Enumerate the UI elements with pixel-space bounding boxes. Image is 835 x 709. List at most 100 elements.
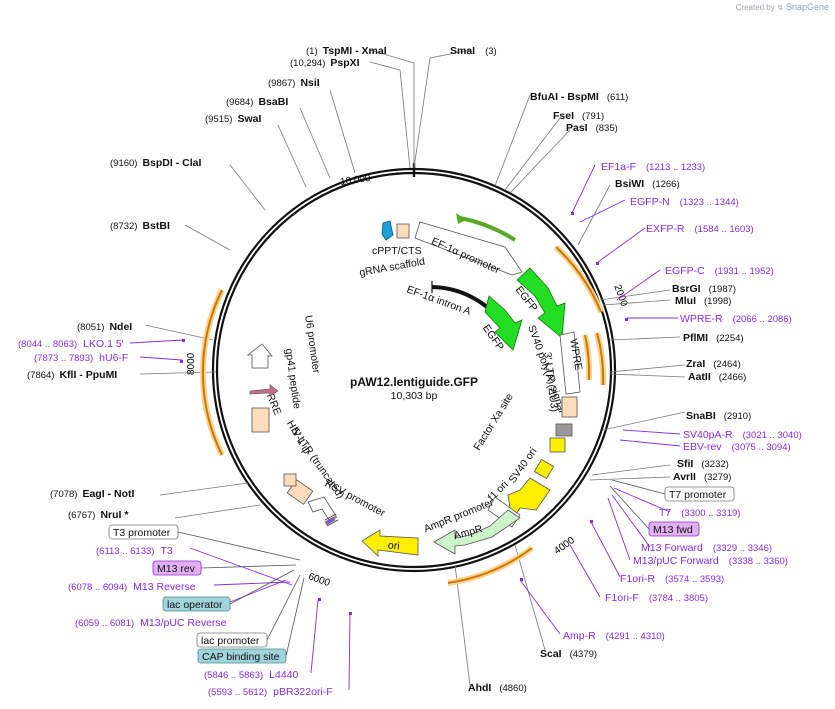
svg-text:lac promoter: lac promoter [201, 635, 260, 647]
ltr-box [561, 396, 578, 418]
primer-exfp-r: EXFP-R(1584 .. 1603) [646, 223, 754, 235]
enzyme-smai: SmaI(3) [450, 45, 497, 57]
tick-4000: 4000 [552, 535, 577, 557]
primer-amp-r: Amp-R(4291 .. 4310) [563, 630, 665, 642]
enzyme-mlui: MluI(1998) [675, 295, 731, 307]
box-connectors [177, 479, 666, 657]
enzyme-bsabi: (9684)BsaBI [226, 96, 288, 108]
ori-arrow [361, 529, 419, 557]
svg-text:M13 fwd: M13 fwd [653, 524, 693, 536]
enzyme-nsii: (9867)NsiI [268, 77, 320, 89]
u6-promoter-arrow [246, 343, 273, 369]
rsv-color-marks [324, 516, 336, 526]
box-m13-rev: M13 rev [152, 560, 202, 576]
sv40-ori-box [533, 458, 555, 480]
enzyme-zrai: ZraI(2464) [686, 358, 741, 370]
enzyme-ahdi: AhdI(4860) [468, 682, 527, 694]
credit: Created by ↯ SnapGene [736, 2, 829, 12]
primer-sv40pa-r: SV40pA-R(3021 .. 3040) [683, 429, 802, 441]
box-lac-promoter: lac promoter [196, 632, 268, 648]
enzyme-sfii: SfiI(3232) [677, 458, 729, 470]
tick-6000: 6000 [307, 571, 332, 589]
svg-text:CAP binding site: CAP binding site [202, 651, 280, 663]
enzyme-pflmi: PflMI(2254) [683, 332, 744, 344]
enzyme-nrui: (6767)NruI * [68, 509, 129, 521]
primer-pbr322ori-f: (5593 .. 5612)pBR322ori-F [208, 686, 333, 698]
tick-8000: 8000 [186, 352, 197, 375]
primer-m13puc-forward: M13/pUC Forward(3338 .. 3360) [633, 555, 788, 567]
primer-hu6-f: (7873 .. 7893)hU6-F [34, 352, 128, 364]
rre-box [251, 407, 270, 433]
svg-text:T7 promoter: T7 promoter [669, 489, 727, 501]
feat-cppt: cPPT/CTS [372, 245, 422, 257]
enzyme-bsrgi: BsrGI(1987) [672, 283, 736, 295]
primer-m13-forward: M13 Forward(3329 .. 3346) [641, 542, 772, 554]
primer-lko1: (8044 .. 8063)LKO.1 5' [18, 338, 124, 350]
plasmid-size: 10,303 bp [391, 390, 438, 402]
tick-10000: 10,000 [339, 173, 371, 188]
enzyme-bsiwi: BsiWI(1266) [615, 178, 680, 190]
feat-sv40-ori: SV40 ori [506, 446, 539, 486]
boxed-labels: T7 promoter M13 fwd T3 promoter M13 rev … [108, 486, 735, 664]
egfp-outer-arrow [516, 267, 566, 339]
credit-brand: SnapGene [785, 2, 829, 12]
box-t7-promoter: T7 promoter [664, 486, 735, 502]
ampr-arrow [433, 509, 521, 555]
primer-ebv-rev: EBV-rev(3075 .. 3094) [683, 441, 791, 453]
enzyme-scai: ScaI(4379) [540, 648, 597, 660]
svg-text:T3 promoter: T3 promoter [113, 527, 171, 539]
primer-f1ori-r: F1ori-R(3574 .. 3593) [620, 573, 724, 585]
box-lac-operator: lac operator [162, 596, 231, 612]
primer-t7: T7(3300 .. 3319) [659, 507, 740, 519]
snapgene-logo-icon: ↯ [777, 3, 784, 12]
box-m13-fwd: M13 fwd [648, 521, 700, 537]
enzyme-bfuai: BfuAI - BspMI(611) [530, 91, 628, 103]
cppt-box [396, 223, 410, 239]
enzyme-swai: (9515)SwaI [205, 113, 261, 125]
primer-ef1a-f: EF1a-F(1213 .. 1233) [601, 161, 705, 173]
feat-ori: ori [387, 539, 400, 552]
site-markers [180, 212, 628, 615]
egfp-inner-arrow [484, 295, 523, 351]
primer-egfp-n: EGFP-N(1323 .. 1344) [630, 196, 739, 208]
primer-t3: (6113 .. 6133)T3 [96, 545, 173, 557]
enzyme-aatii: AatII(2466) [688, 371, 746, 383]
feat-hiv-psi: HIV-1 ψ [284, 418, 313, 456]
svg-text:lac operator: lac operator [167, 599, 223, 611]
primer-l4440: (5846 .. 5863)L4440 [204, 669, 299, 681]
enzyme-bspdi: (9160)BspDI - ClaI [110, 157, 201, 169]
enzyme-ndei: (8051)NdeI [77, 321, 132, 333]
enzyme-labels: (1)TspMI - XmaI SmaI(3) (10,294)PspXI (9… [27, 45, 751, 694]
enzyme-tspmi: (1)TspMI - XmaI [306, 45, 387, 57]
gray-box [555, 423, 573, 437]
enzyme-pspxi: (10,294)PspXI [290, 57, 360, 69]
orange-arcs [200, 244, 607, 586]
svg-text:M13 rev: M13 rev [157, 563, 196, 575]
primer-wpre-r: WPRE-R(2066 .. 2086) [680, 313, 792, 325]
credit-prefix: Created by [735, 3, 775, 12]
yellow-box [549, 437, 566, 453]
feat-gp41: gp41 peptide [283, 348, 303, 410]
enzyme-connectors [139, 49, 686, 686]
primer-labels: EF1a-F(1213 .. 1233) EGFP-N(1323 .. 1344… [18, 161, 802, 698]
enzyme-kfli: (7864)KflI - PpuMI [27, 369, 117, 381]
box-t3-promoter: T3 promoter [108, 524, 179, 540]
box-cap-binding-site: CAP binding site [197, 648, 287, 664]
enzyme-eagi: (7078)EagI - NotI [50, 488, 134, 500]
primer-egfp-c: EGFP-C(1931 .. 1952) [665, 265, 774, 277]
ef1a-promoter-box [414, 221, 523, 276]
hiv-psi-box [283, 473, 297, 487]
enzyme-avrii: AvrII(3279) [673, 471, 731, 483]
primer-m13-reverse: (6078 .. 6094)M13 Reverse [68, 581, 196, 593]
feat-u6-promoter: U6 promoter [302, 314, 322, 374]
feat-grna-scaffold: gRNA scaffold [358, 256, 426, 279]
primer-m13puc-reverse: (6059 .. 6081)M13/pUC Reverse [75, 617, 227, 629]
plasmid-name: pAW12.lentiguide.GFP [350, 375, 478, 389]
enzyme-bstbi: (8732)BstBI [110, 220, 170, 232]
wpre-box [559, 331, 581, 395]
gp41-arrow [249, 384, 279, 397]
feat-wpre: WPRE [567, 338, 584, 371]
enzyme-snabi: SnaBI(2910) [686, 410, 751, 422]
primer-connectors [129, 164, 681, 691]
